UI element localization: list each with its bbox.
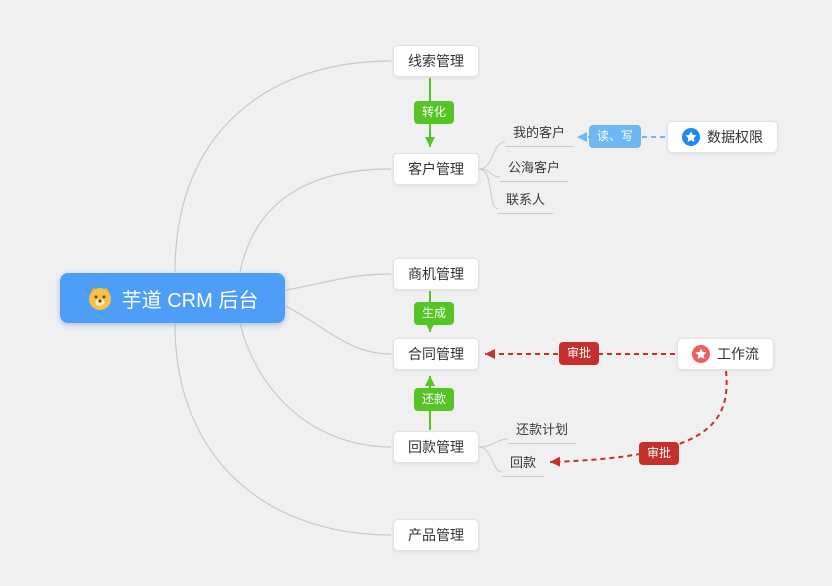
- edge-customer-publicsea: [478, 168, 501, 178]
- edge-receivable-payment: [478, 446, 503, 473]
- root-node-crm-backend[interactable]: 芋道 CRM 后台: [60, 273, 285, 323]
- edge-customer-contacts: [478, 168, 499, 210]
- edge-root-business: [285, 273, 392, 291]
- edge-receivable-plan: [478, 438, 509, 448]
- leaf-my-customers[interactable]: 我的客户: [505, 120, 574, 147]
- node-product-management[interactable]: 产品管理: [393, 519, 479, 551]
- badge-approve-receivable: 审批: [639, 442, 680, 465]
- node-contract-management[interactable]: 合同管理: [393, 338, 479, 370]
- star-circle-blue-icon: [682, 128, 700, 146]
- root-label: 芋道 CRM 后台: [121, 289, 259, 312]
- workflow-label: 工作流: [717, 346, 759, 362]
- node-business-management[interactable]: 商机管理: [393, 258, 479, 290]
- node-lead-management[interactable]: 线索管理: [393, 45, 479, 77]
- dog-mascot-icon: [87, 285, 113, 311]
- edge-root-customer: [239, 168, 392, 273]
- node-receivable-management[interactable]: 回款管理: [393, 431, 479, 463]
- leaf-repayment-plan[interactable]: 还款计划: [508, 417, 577, 444]
- badge-generate: 生成: [414, 302, 455, 325]
- leaf-payment[interactable]: 回款: [502, 450, 545, 477]
- badge-repay: 还款: [414, 388, 455, 411]
- edge-root-product: [174, 323, 392, 536]
- edge-root-receivable: [239, 323, 392, 448]
- node-customer-management[interactable]: 客户管理: [393, 153, 479, 185]
- node-workflow[interactable]: 工作流: [677, 338, 774, 370]
- data-permission-label: 数据权限: [707, 129, 763, 145]
- edge-root-lead: [174, 60, 392, 273]
- badge-approve-contract: 审批: [559, 342, 600, 365]
- badge-read-write: 读、写: [589, 125, 642, 148]
- node-data-permission[interactable]: 数据权限: [667, 121, 778, 153]
- badge-convert: 转化: [414, 101, 455, 124]
- leaf-contacts[interactable]: 联系人: [498, 187, 554, 214]
- star-circle-red-icon: [692, 345, 710, 363]
- edge-root-contract: [285, 305, 392, 355]
- leaf-public-customers[interactable]: 公海客户: [500, 155, 569, 182]
